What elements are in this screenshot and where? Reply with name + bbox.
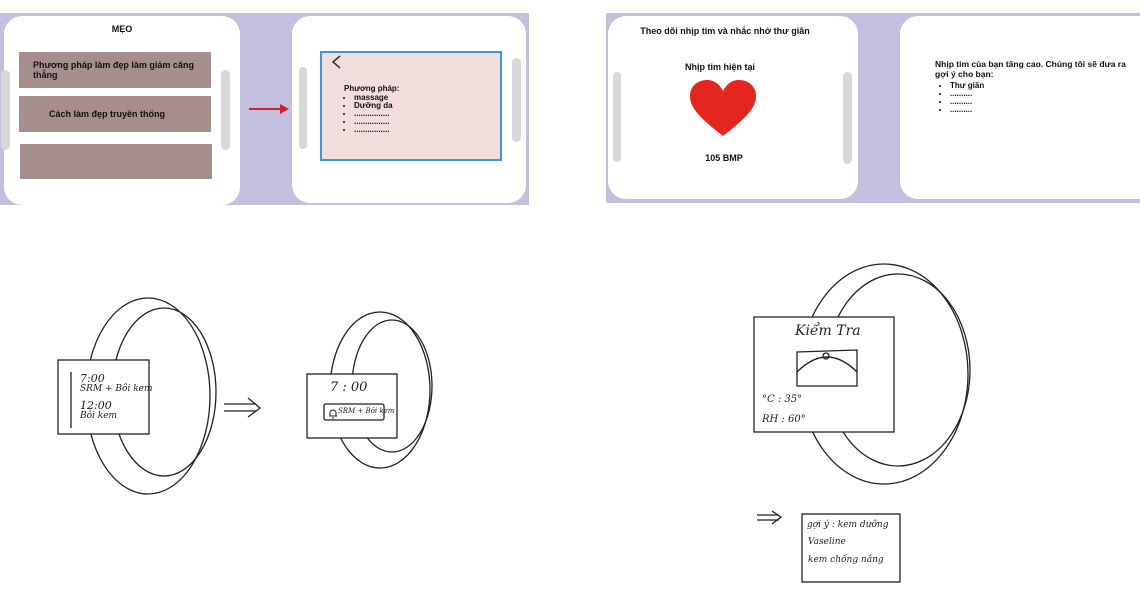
sensor-gauge-arc [796,356,858,373]
suggestion-line-3: kem chống nắng [808,555,884,565]
tip-item-label: Cách làm đẹp truyền thống [49,109,166,119]
detail-heading: Phương pháp: [344,84,400,93]
watch-face-outline [57,359,150,435]
tip-item-empty[interactable] [20,144,212,179]
heart-scrollbar-left[interactable] [613,72,621,162]
tips-screen: MẸO Phương pháp làm đẹp làm giảm căng th… [4,16,240,205]
tip-item-traditional[interactable]: Cách làm đẹp truyền thống [19,96,211,132]
list-item: Dưỡng da [354,102,393,110]
suggestion-line-2: Vaseline [808,537,846,547]
watch-face-outline [753,316,895,433]
heart-rate-value: 105 BMP [705,153,743,163]
list-item: .......... [950,98,984,106]
tips-title: MẸO [111,24,133,34]
tips-scrollbar-left[interactable] [1,70,10,150]
heart-suggestion-screen: Nhịp tim của bạn tăng cao. Chúng tôi sẽ … [900,16,1140,199]
reminder-time-2: 12:00 [80,399,112,412]
bell-icon [328,406,338,419]
alert-box-outline [323,403,385,421]
reminder-time-1: 7:00 [80,372,105,385]
detail-scrollbar-left[interactable] [299,67,307,149]
reminder-alert-text: SRM + Bôi kem [338,407,395,415]
heart-screen-title: Theo dõi nhịp tim và nhắc nhở thư giãn [640,26,810,36]
sensor-dot [822,352,830,360]
detail-scrollbar-right[interactable] [512,58,521,142]
tips-detail-panel: Phương pháp: massage Dưỡng da ..........… [320,51,502,161]
heart-rate-screen: Theo dõi nhịp tim và nhắc nhở thư giãn N… [608,16,858,199]
detail-bullet-list: massage Dưỡng da ................ ......… [344,94,393,134]
sketch-arrow-head [247,397,262,418]
list-item: Thư giãn [950,82,984,90]
suggestion-box-outline [801,513,901,583]
reminder-task-1: SRM + Bôi kem [80,384,153,394]
list-item: ................ [354,118,393,126]
suggestion-line-1: gợi ý : kem dưỡng [807,520,889,530]
list-item: massage [354,94,393,102]
chevron-left-icon[interactable] [330,55,344,69]
temperature-reading: °C : 35° [762,394,803,405]
humidity-reading: RH : 60° [762,414,806,425]
current-heart-rate-label: Nhịp tim hiện tại [684,62,755,72]
heart-icon [690,80,756,138]
tips-detail-screen: Phương pháp: massage Dưỡng da ..........… [292,16,526,203]
check-title: Kiểm Tra [795,323,861,339]
list-item: .......... [950,90,984,98]
list-item: .......... [950,106,984,114]
sensor-box-outline [796,349,858,387]
reminder-task-2: Bôi kem [80,411,118,421]
list-item: ................ [354,126,393,134]
heart-scrollbar-right[interactable] [843,72,852,164]
sketch-arrow-head [771,510,783,525]
tips-scrollbar-right[interactable] [221,70,230,150]
suggestion-text: Nhịp tim của bạn tăng cao. Chúng tôi sẽ … [935,59,1126,79]
list-item: ................ [354,110,393,118]
tip-item-label: Phương pháp làm đẹp làm giảm căng thẳng [33,60,194,80]
reminder-time-display: 7 : 00 [330,380,368,395]
suggestion-bullet-list: Thư giãn .......... .......... .........… [940,82,984,114]
tip-item-stress-relief[interactable]: Phương pháp làm đẹp làm giảm căng thẳng [19,52,211,88]
